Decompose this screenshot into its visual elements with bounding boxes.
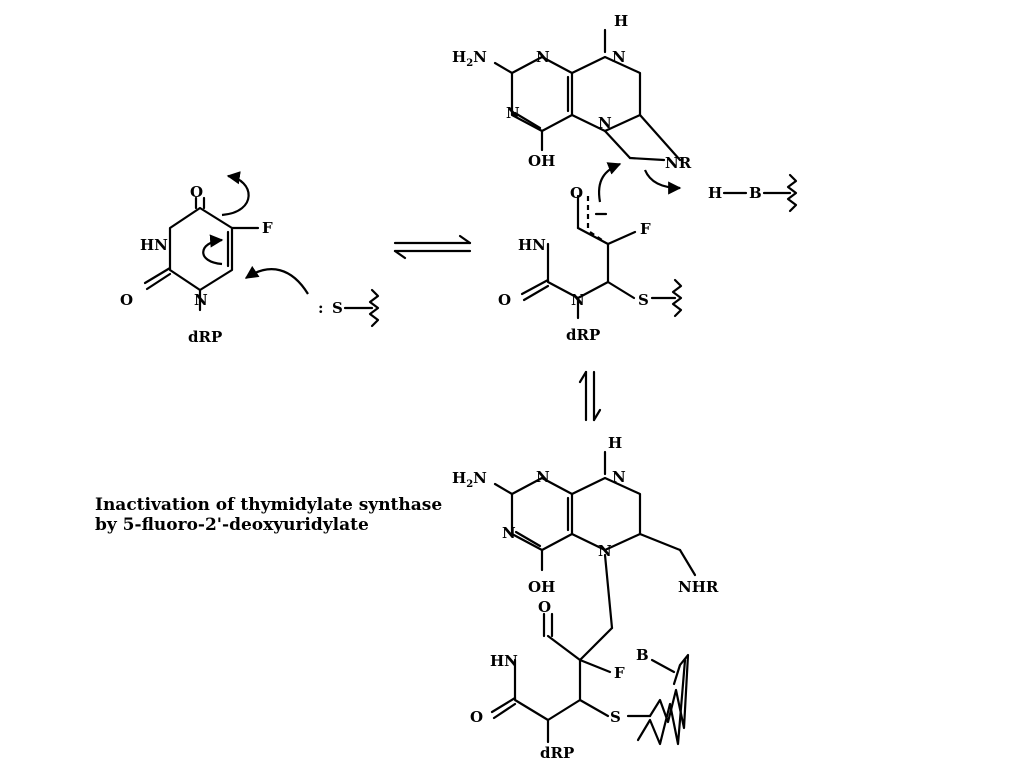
wavy-bond-icon (671, 278, 683, 318)
atom-nr: NR (665, 154, 692, 172)
equilibrium-arrow-icon (578, 370, 602, 422)
atom-drp: dRP (188, 328, 222, 346)
atom-o: O (538, 598, 551, 616)
atom-n5: N (598, 114, 612, 132)
curved-arrow-icon (244, 265, 309, 295)
caption-line-1: Inactivation of thymidylate synthase (95, 495, 442, 515)
atom-o: O (470, 708, 483, 726)
atom-s: S (638, 291, 649, 309)
atom-b: B (636, 646, 649, 664)
atom-hn: HN (518, 236, 546, 254)
atom-n: N (506, 104, 520, 122)
atom-o-top: O (190, 183, 203, 201)
atom-f: F (262, 219, 273, 237)
atom-h2n: H2N (452, 48, 487, 69)
atom-n: N (612, 48, 626, 66)
atom-drp: dRP (540, 744, 574, 762)
atom-n: N (571, 291, 585, 309)
caption: Inactivation of thymidylate synthase by … (95, 495, 442, 535)
atom-b: B (749, 184, 762, 202)
lone-pair: : (318, 299, 324, 317)
curved-arrow-icon (643, 169, 682, 195)
atom-n: N (536, 468, 550, 486)
fdump-molecule: O F HN O N dRP : S (120, 171, 380, 346)
atom-h: H (708, 184, 722, 202)
atom-hn: HN (140, 236, 168, 254)
wavy-bond-icon (368, 288, 380, 328)
atom-n: N (536, 48, 550, 66)
atom-o-bottom: O (120, 291, 133, 309)
enolate-adduct-molecule: O F HN O N S dRP (498, 184, 683, 344)
atom-h2n: H2N (452, 469, 487, 490)
atom-hn: HN (490, 652, 518, 670)
atom-f: F (614, 664, 625, 682)
atom-o: O (498, 291, 511, 309)
atom-drp: dRP (566, 326, 600, 344)
atom-n5: N (598, 542, 612, 560)
equilibrium-arrow-icon (393, 234, 472, 260)
ternary-complex-molecule: N N N N H H2N OH NHR O HN F O S B dRP (452, 434, 719, 762)
atom-f: F (640, 220, 651, 238)
atom-s: S (610, 708, 621, 726)
methylene-thf-molecule: N N N N H H2N OH NR (452, 12, 692, 203)
atom-nhr: NHR (678, 578, 719, 596)
atom-s-enzyme: S (332, 299, 343, 317)
atom-o: O (570, 184, 583, 202)
atom-n: N (502, 524, 516, 542)
atom-oh: OH (528, 152, 555, 170)
atom-h: H (614, 12, 628, 30)
curved-arrow-icon (202, 234, 224, 266)
atom-n1: N (194, 291, 208, 309)
curved-arrow-icon (597, 162, 622, 203)
wavy-bond-icon (786, 173, 798, 213)
caption-line-2: by 5-fluoro-2'-deoxyuridylate (95, 515, 369, 535)
atom-n: N (612, 468, 626, 486)
curved-arrow-icon (221, 171, 250, 217)
atom-h: H (608, 434, 622, 452)
atom-oh: OH (528, 578, 555, 596)
general-base: H B (708, 173, 798, 213)
zigzag-enzyme-icon (636, 658, 687, 746)
